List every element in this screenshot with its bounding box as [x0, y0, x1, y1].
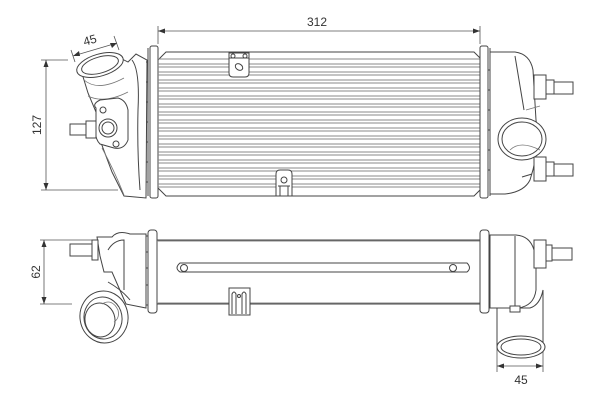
dimension-label-45-outlet: 45	[514, 373, 528, 387]
dimension-312: 312	[157, 15, 481, 44]
core-top	[157, 239, 480, 316]
dimension-62: 62	[29, 239, 92, 305]
bottom-mounting-bracket	[275, 169, 293, 197]
front-view: 312 127 45	[30, 15, 574, 199]
top-mounting-bracket	[228, 52, 250, 78]
right-outlet-tank	[489, 51, 574, 195]
dimension-label-45-inlet: 45	[82, 31, 99, 48]
dimension-127: 127	[30, 59, 118, 191]
right-side-plate-top	[479, 229, 491, 314]
core-fins	[157, 51, 481, 197]
left-tank-top	[69, 232, 147, 344]
top-view-bracket	[228, 287, 251, 316]
right-tank-top	[489, 234, 573, 359]
dimension-label-62: 62	[29, 265, 43, 279]
dimension-label-127: 127	[30, 115, 44, 135]
left-inlet-pipe	[69, 52, 148, 199]
dimension-45-inlet: 45	[70, 31, 120, 63]
left-side-plate	[146, 45, 159, 199]
top-view: 62 45	[29, 229, 573, 387]
right-side-plate	[479, 45, 491, 199]
left-side-plate-top	[146, 229, 158, 314]
dimension-label-312: 312	[307, 15, 327, 29]
